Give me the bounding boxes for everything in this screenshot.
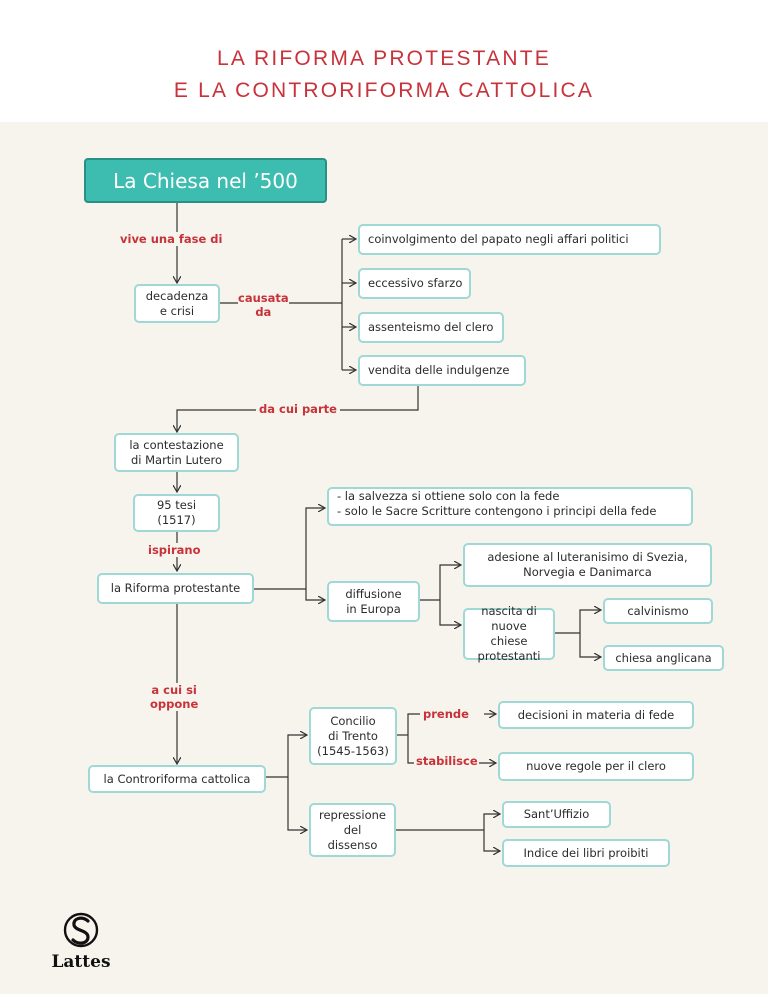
node-decadenza-line-1: decadenza (145, 288, 209, 303)
node-adesione-luteranesimo: adesione al luteranisimo di Svezia, Norv… (463, 543, 712, 587)
node-diffusione-europa: diffusione in Europa (327, 581, 420, 622)
node-95-tesi-line-1: 95 tesi (156, 498, 197, 512)
node-principi-line-2: - solo le Sacre Scritture contengono i p… (337, 504, 657, 518)
lattes-logo-icon (63, 912, 99, 948)
label-ispirano: ispirano (148, 543, 201, 557)
page-title-line-2: E LA CONTRORIFORMA CATTOLICA (173, 79, 595, 102)
label-oppone-line-2: oppone (150, 697, 199, 711)
node-contestazione-lutero: la contestazione di Martin Lutero (114, 433, 239, 472)
node-repressione-line-1: repressione (319, 807, 386, 822)
node-calvinismo: calvinismo (603, 598, 713, 624)
node-decisioni-fede: decisioni in materia di fede (498, 701, 694, 729)
header: LA RIFORMA PROTESTANTE E LA CONTRORIFORM… (0, 0, 768, 122)
main-node-chiesa: La Chiesa nel ’500 (84, 158, 327, 203)
node-decadenza-line-2: e crisi (159, 303, 195, 318)
node-adesione-line-2: Norvegia e Danimarca (523, 565, 652, 579)
label-stabilisce: stabilisce (416, 754, 478, 768)
node-contestazione-line-2: di Martin Lutero (130, 452, 223, 467)
node-nascita-chiese: nascita di nuove chiese protestanti (463, 604, 555, 663)
node-decadenza: decadenza e crisi (134, 284, 220, 323)
node-sant-uffizio: Sant’Uffizio (502, 801, 611, 828)
node-concilio-line-1: Concilio (330, 713, 376, 728)
lattes-logo-text: Lattes (51, 952, 111, 972)
label-oppone-line-1: a cui si (151, 683, 197, 697)
page-title-line-1: LA RIFORMA PROTESTANTE (217, 47, 551, 70)
node-principi-line-1: - la salvezza si ottiene solo con la fed… (337, 489, 560, 503)
node-cause-coinvolgimento: coinvolgimento del papato negli affari p… (358, 224, 661, 255)
label-vive-una-fase-di: vive una fase di (120, 232, 223, 246)
label-da-cui-parte: da cui parte (256, 402, 340, 416)
node-diffusione-line-2: in Europa (346, 601, 401, 616)
label-prende: prende (423, 707, 469, 721)
node-chiesa-anglicana: chiesa anglicana (603, 645, 724, 671)
node-95-tesi: 95 tesi (1517) (133, 494, 220, 532)
node-concilio-line-3: (1545-1563) (317, 743, 389, 758)
node-cause-sfarzo: eccessivo sfarzo (358, 268, 471, 299)
label-a-cui-si-oppone: a cui si oppone (150, 683, 199, 711)
label-causata-da-line-2: da (255, 305, 272, 319)
node-adesione-line-1: adesione al luteranisimo di Svezia, (487, 550, 688, 564)
node-repressione-dissenso: repressione del dissenso (309, 803, 396, 857)
node-principi-fede: - la salvezza si ottiene solo con la fed… (327, 487, 693, 526)
node-95-tesi-line-2: (1517) (157, 513, 196, 527)
node-nuove-regole-clero: nuove regole per il clero (498, 752, 694, 781)
node-cause-assenteismo: assenteismo del clero (358, 312, 504, 343)
node-controriforma-cattolica: la Controriforma cattolica (88, 765, 266, 793)
label-causata-da: causata da (238, 291, 289, 319)
node-nascita-line-1: nascita di (481, 604, 537, 618)
node-concilio-trento: Concilio di Trento (1545-1563) (309, 707, 397, 765)
node-concilio-line-2: di Trento (328, 728, 378, 743)
node-nascita-line-3: protestanti (477, 649, 541, 663)
node-contestazione-line-1: la contestazione (129, 437, 224, 452)
node-repressione-line-2: del dissenso (327, 822, 378, 852)
node-riforma-protestante: la Riforma protestante (97, 573, 254, 604)
label-causata-da-line-1: causata (238, 291, 289, 305)
node-diffusione-line-1: diffusione (345, 586, 402, 601)
node-cause-indulgenze: vendita delle indulgenze (358, 355, 526, 386)
node-nascita-line-2: nuove chiese (490, 619, 528, 648)
node-indice-libri-proibiti: Indice dei libri proibiti (502, 839, 670, 867)
